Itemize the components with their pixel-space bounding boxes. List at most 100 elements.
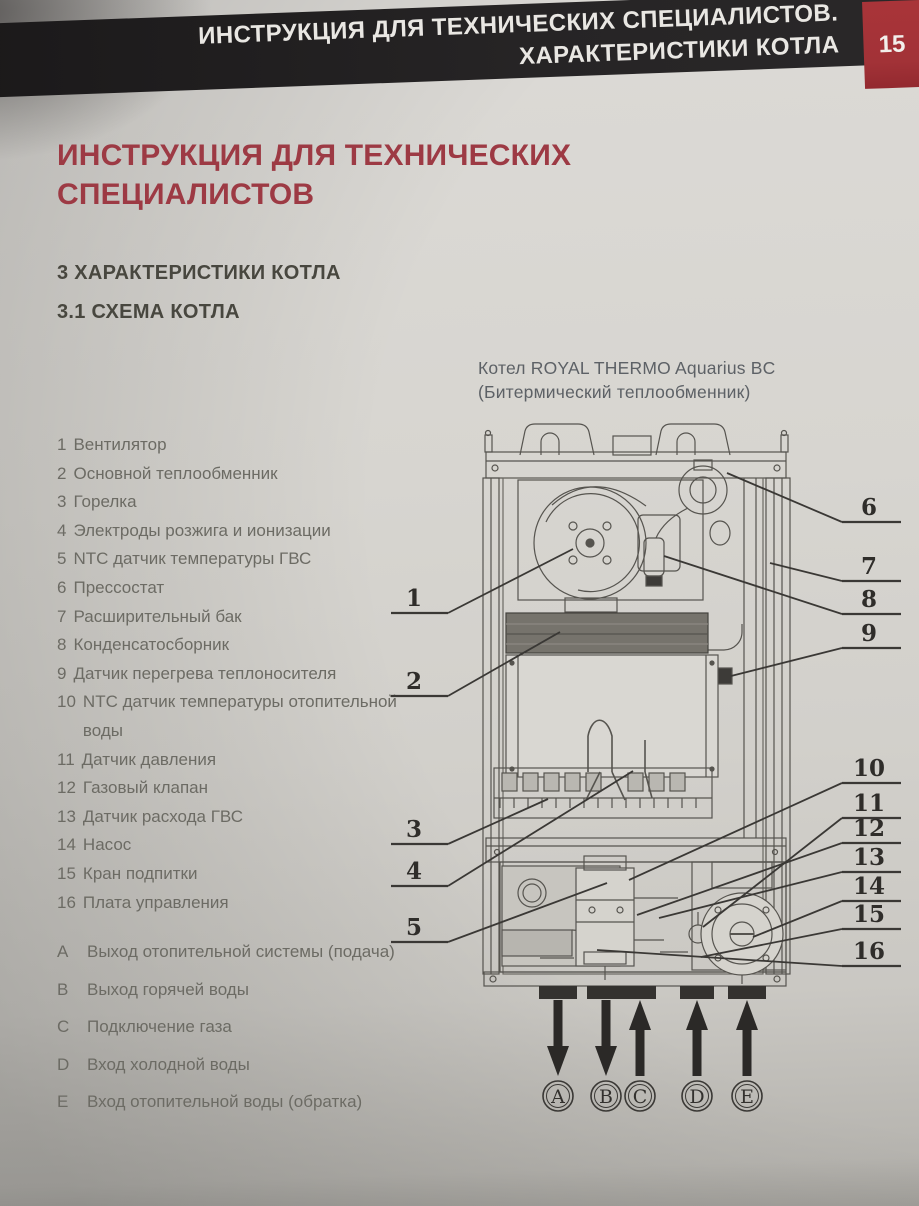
part-number: 14 [57, 835, 76, 855]
part-number: 6 [57, 577, 67, 597]
connection-label: Выход горячей воды [87, 979, 249, 999]
part-number: 4 [57, 520, 67, 540]
svg-text:7: 7 [861, 553, 877, 580]
flow-arrow-B [595, 1000, 617, 1076]
svg-text:6: 6 [861, 494, 877, 521]
callout-2: 2 [391, 631, 561, 698]
part-label: Вентилятор [73, 435, 167, 454]
svg-text:5: 5 [406, 914, 422, 941]
flow-arrow-A [547, 1000, 569, 1076]
svg-text:15: 15 [853, 901, 885, 928]
callout-14: 14 [752, 873, 901, 938]
part-label: Кран подпитки [82, 863, 198, 883]
svg-text:11: 11 [853, 790, 885, 817]
svg-text:16: 16 [853, 938, 885, 965]
connection-item: D Вход холодной воды [57, 1054, 487, 1075]
part-number: 10 [57, 692, 76, 712]
connection-letter: D [57, 1054, 70, 1074]
part-label: Основной теплообменник [73, 463, 278, 483]
part-label: Электроды розжига и ионизации [73, 520, 331, 540]
svg-text:3: 3 [406, 816, 422, 843]
part-number: 2 [57, 463, 67, 483]
hydraulic-group-drawing [499, 855, 787, 984]
page-number-badge: 15 [862, 0, 919, 89]
flow-arrows [547, 1000, 758, 1076]
svg-text:A: A [550, 1086, 565, 1108]
doc-title-line-2: СПЕЦИАЛИСТОВ [57, 178, 315, 211]
part-number: 8 [57, 635, 67, 655]
part-label: Датчик расхода ГВС [82, 806, 243, 826]
cabinet-frame [482, 429, 791, 987]
right-pipe-drawing [708, 478, 757, 838]
connection-label: Вход отопительной воды (обратка) [87, 1092, 363, 1111]
svg-text:12: 12 [853, 815, 885, 842]
pressostat-drawing [655, 459, 731, 546]
connection-letter: A [57, 942, 69, 961]
part-label: Газовый клапан [82, 778, 209, 798]
callout-15: 15 [700, 901, 901, 958]
svg-text:D: D [689, 1086, 704, 1108]
callout-11: 11 [702, 790, 901, 928]
connection-item: B Выход горячей воды [57, 979, 487, 1000]
connection-letter: B [57, 979, 69, 999]
part-item: 2 Основной теплообменник [57, 460, 402, 489]
callout-1: 1 [391, 548, 574, 615]
doc-title-line-1: ИНСТРУКЦИЯ ДЛЯ ТЕХНИЧЕСКИХ [57, 139, 572, 172]
callout-9: 9 [730, 620, 901, 677]
subchapter-heading: 3.1 СХЕМА КОТЛА [57, 301, 240, 323]
heat-exchanger-drawing [505, 612, 709, 654]
part-item: 4 Электроды розжига и ионизации [57, 517, 402, 546]
svg-text:4: 4 [406, 858, 422, 885]
part-item: 10 NTC датчик температуры отопительной во… [57, 688, 402, 745]
part-number: 9 [57, 663, 67, 683]
svg-text:2: 2 [406, 668, 422, 695]
svg-text:B: B [599, 1086, 613, 1108]
svg-text:E: E [740, 1086, 754, 1108]
part-number: 12 [57, 778, 76, 798]
diagram-caption-line-1: Котел ROYAL THERMO Aquarius BC [478, 358, 776, 378]
condensate-trap-drawing [643, 537, 665, 587]
part-label: NTC датчик температуры отопительной воды [82, 692, 397, 740]
connection-letter-badge: C [624, 1080, 656, 1112]
fan-drawing [517, 479, 704, 613]
gas-valve-drawing [575, 855, 635, 967]
part-number: 3 [57, 492, 67, 512]
part-item: 7 Расширительный бак [57, 603, 402, 632]
connection-letter-badge: A [542, 1080, 574, 1112]
doc-title: ИНСТРУКЦИЯ ДЛЯ ТЕХНИЧЕСКИХ СПЕЦИАЛИСТОВ [57, 136, 571, 214]
callout-10: 10 [628, 755, 901, 881]
part-label: Расширительный бак [73, 606, 242, 626]
mounting-brackets [519, 423, 731, 456]
connection-label: Подключение газа [87, 1017, 232, 1036]
part-number: 5 [57, 549, 67, 569]
page-number: 15 [878, 30, 906, 58]
part-number: 15 [57, 863, 76, 883]
callout-12: 12 [636, 815, 901, 916]
callout-13: 13 [658, 844, 901, 919]
svg-text:8: 8 [861, 586, 877, 613]
part-label: Плата управления [82, 892, 229, 912]
svg-text:13: 13 [853, 844, 885, 871]
burner-drawing [493, 767, 713, 819]
part-number: 16 [57, 892, 76, 912]
part-label: Горелка [73, 492, 137, 512]
flow-arrow-D [686, 1000, 708, 1076]
callout-8: 8 [663, 555, 901, 616]
flow-arrow-E [736, 1000, 758, 1076]
connection-label: Вход холодной воды [87, 1054, 250, 1074]
electrodes-drawing [585, 719, 653, 801]
diagram-caption-line-2: (Битермический теплообменник) [478, 382, 751, 402]
part-number: 7 [57, 606, 67, 626]
callout-5: 5 [391, 882, 608, 944]
part-number: 13 [57, 806, 76, 826]
